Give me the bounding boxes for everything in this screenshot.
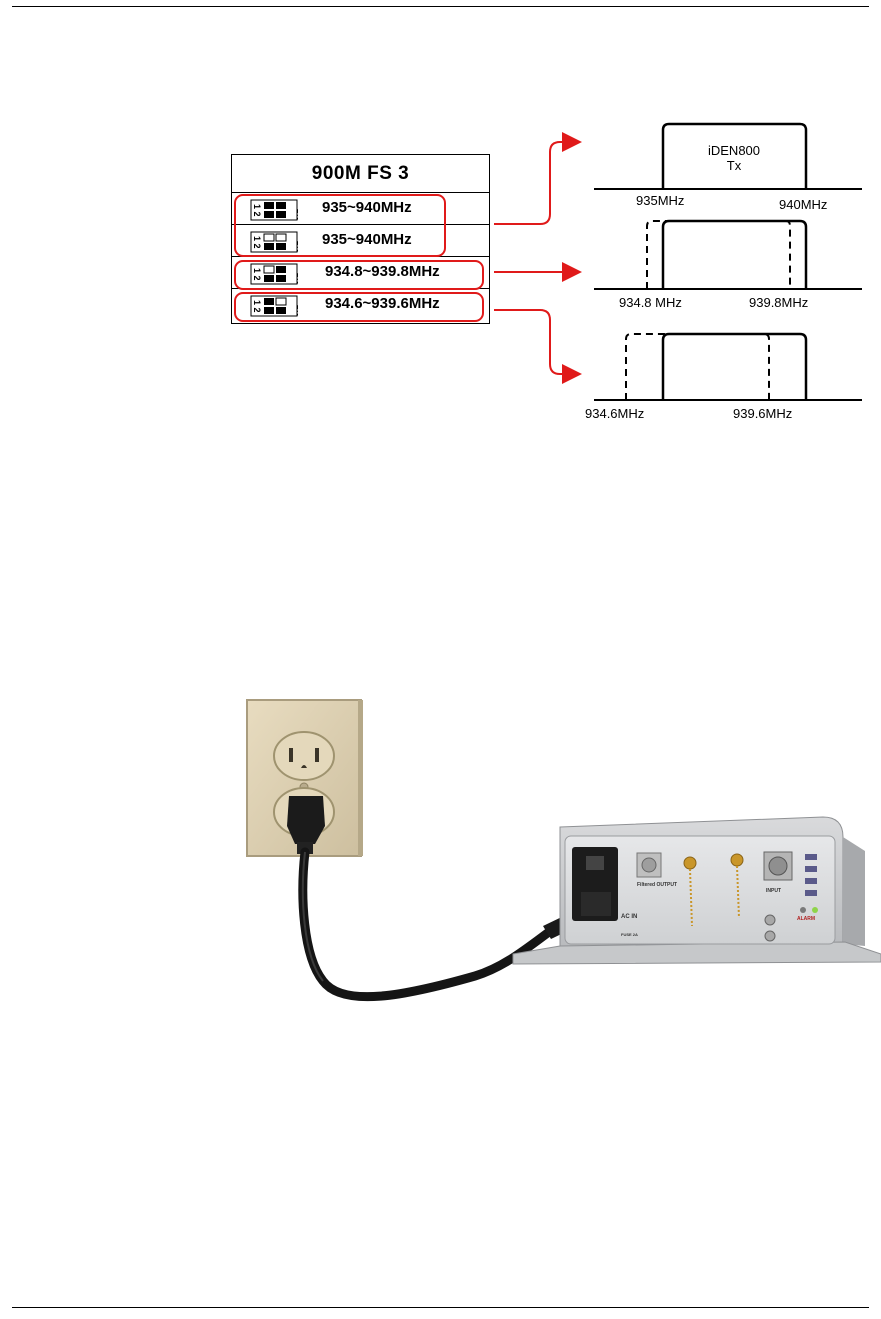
filtered-output-label: Filtered OUTPUT xyxy=(637,882,677,888)
band-2-high-label: 939.8MHz xyxy=(749,295,808,310)
band-3-low-label: 934.6MHz xyxy=(585,406,644,421)
ac-in-label: AC IN xyxy=(621,914,637,920)
band-2-shifted-shape xyxy=(647,221,790,289)
repeater-power-connection-photo: AC IN FUSE 2A Filtered OUTPUT INPUT ALAR… xyxy=(245,696,881,1040)
alarm-label: ALARM xyxy=(797,916,815,922)
arrow-to-band-1 xyxy=(494,142,578,224)
band-1-low-label: 935MHz xyxy=(636,193,684,208)
arrow-to-band-3 xyxy=(494,310,578,374)
input-label: INPUT xyxy=(766,888,781,894)
footer-rule xyxy=(12,1307,869,1308)
band-3-shape xyxy=(663,334,806,400)
band-2-low-label: 934.8 MHz xyxy=(619,295,682,310)
fuse-label: FUSE 2A xyxy=(621,932,638,937)
band-2-shape xyxy=(663,221,806,289)
band-1-high-label: 940MHz xyxy=(779,197,827,212)
band-3-shifted-shape xyxy=(626,334,769,400)
band-diagram xyxy=(0,0,881,440)
band-name: iDEN800 Tx xyxy=(694,143,774,173)
band-3-high-label: 939.6MHz xyxy=(733,406,792,421)
repeater-unit: AC IN FUSE 2A Filtered OUTPUT INPUT ALAR… xyxy=(513,817,881,964)
